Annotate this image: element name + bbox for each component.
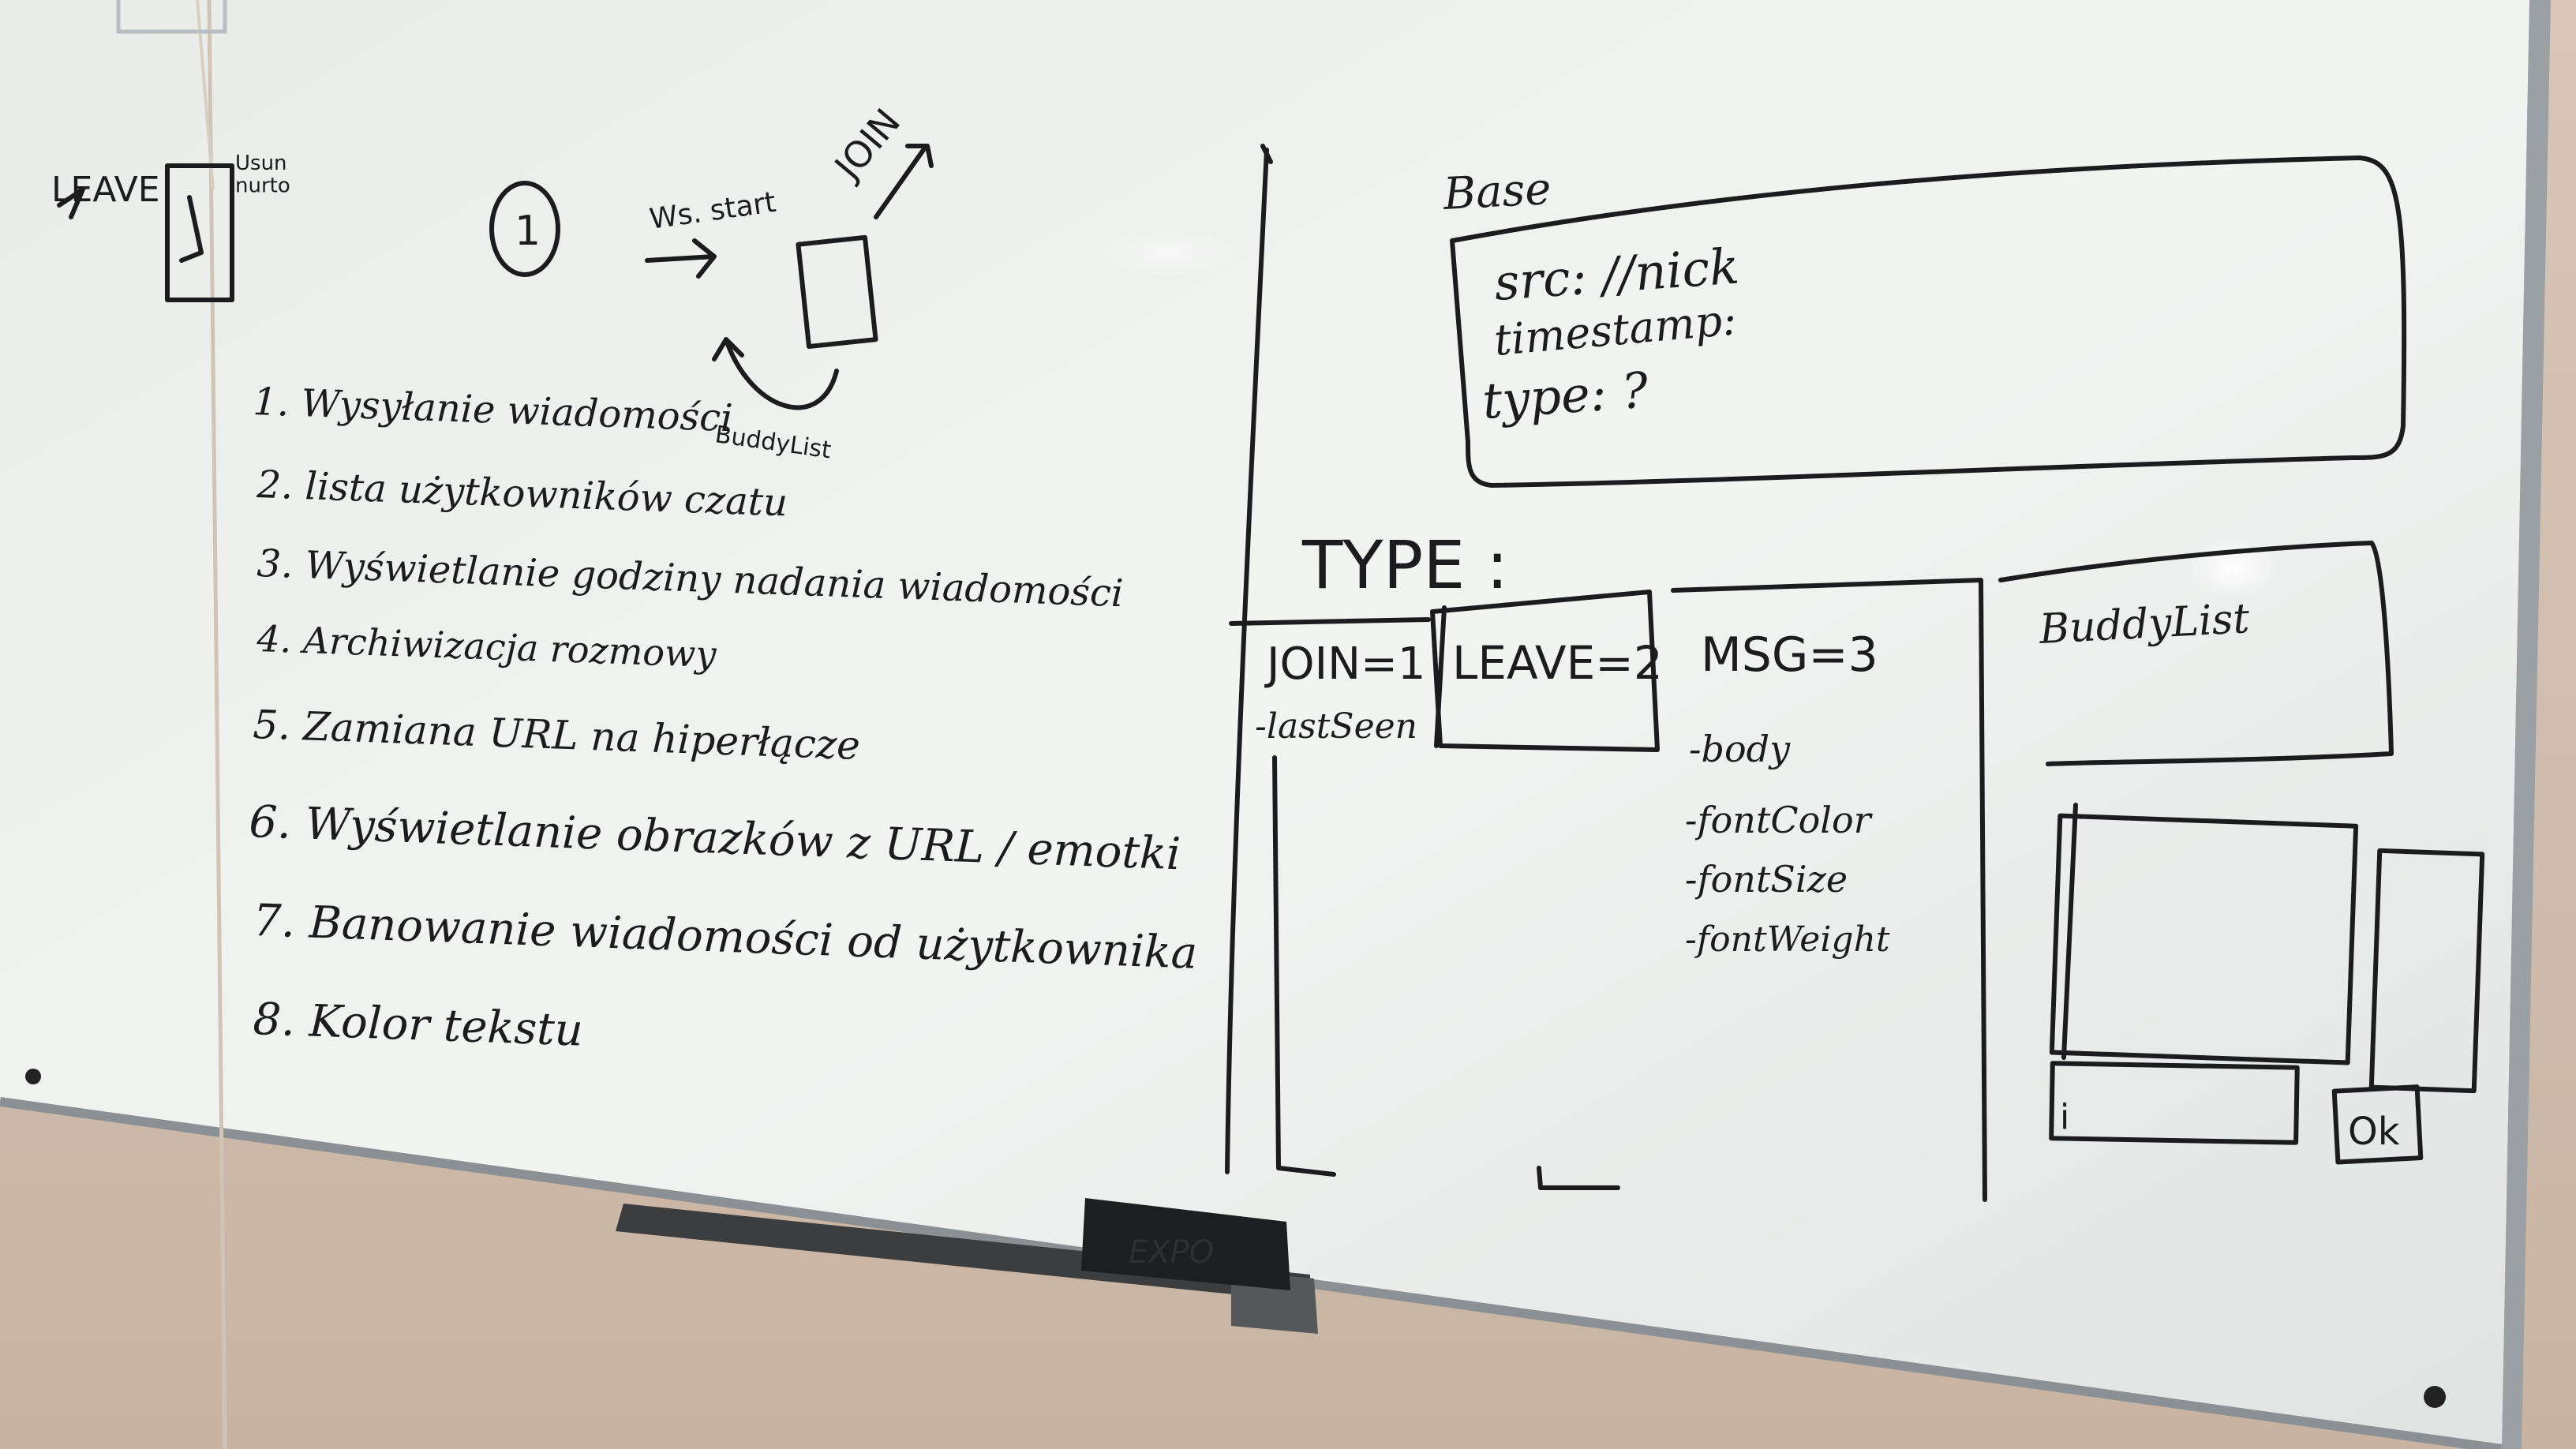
msg-field: -fontColor [1685,799,1874,841]
hanging-cord [116,0,227,1449]
leave-label: LEAVE [51,170,160,210]
msg-field: -fontSize [1685,858,1848,900]
vertical-divider [1225,144,1273,1174]
leave-type-label: LEAVE=2 [1452,636,1663,690]
board-screw [25,1069,41,1084]
base-box [1450,155,2407,488]
sketch-ok-label: Ok [2348,1110,2400,1154]
chat-window-box [796,234,878,350]
board-screw [2424,1386,2446,1408]
join-arrow-icon [874,144,934,219]
eraser-brand: EXPO [1129,1234,1214,1271]
circle-number: 1 [515,208,541,255]
eraser: EXPO [1081,1198,1290,1290]
circle-one [489,181,560,277]
type-title: TYPE : [1301,526,1508,604]
list-item: 8. Kolor tekstu [253,994,584,1057]
sketch-users-panel [2368,848,2485,1094]
join-column [1229,617,1431,1177]
msg-column [1537,578,1987,1202]
join-field: -lastSeen [1255,706,1417,747]
base-field: type: ? [1481,361,1650,430]
right-design: Base src: //nick timestamp: type: ? TYPE… [1229,155,2485,1202]
msg-field: -body [1689,728,1791,770]
buddylist-box [1998,541,2394,766]
sketch-input-cursor: i [2060,1097,2069,1137]
sketch-messages-area [2049,813,2359,1065]
msg-type-label: MSG=3 [1701,627,1878,683]
join-type-label: JOIN=1 [1264,638,1426,690]
buddylist-title: BuddyList [2038,595,2251,653]
leave-arrow-icon [57,187,85,219]
leave-column-box [1430,590,1660,752]
sketch-input-field [2049,1061,2300,1145]
base-title: Base [1441,163,1552,220]
door-icon [165,163,234,302]
buddylist-curve-arrow-icon [712,337,839,410]
ws-start-arrow-icon [645,238,717,279]
sketch-ok-button [2331,1084,2424,1165]
msg-field: -fontWeight [1685,919,1890,960]
